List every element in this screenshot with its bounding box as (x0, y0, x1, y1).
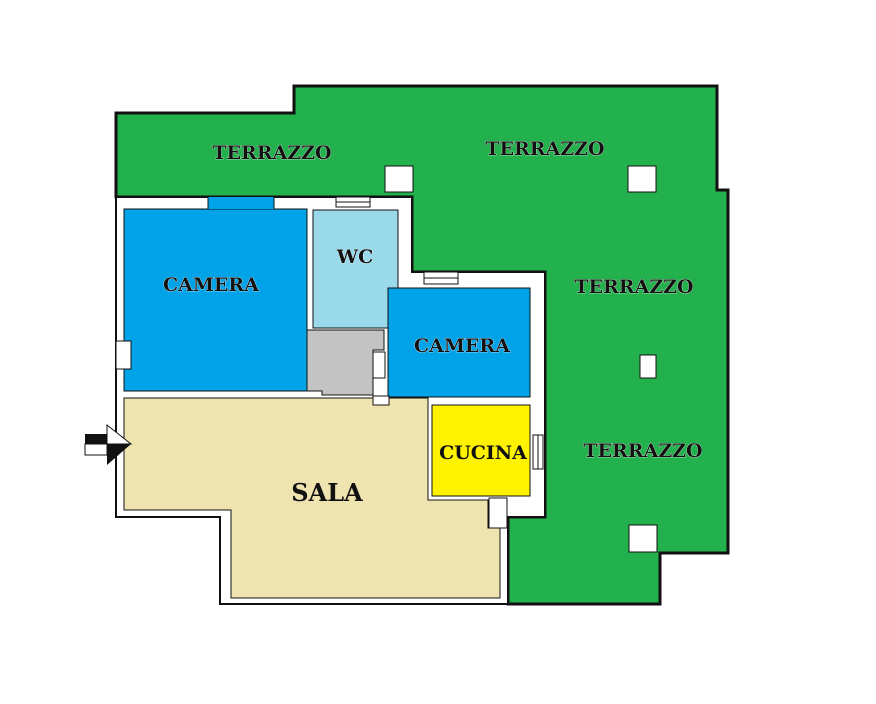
terrace-pillar-3 (639, 354, 657, 379)
label-sala: SALA (291, 478, 363, 507)
terrace-pillar-2 (627, 165, 657, 193)
window-cucina (532, 434, 544, 470)
terrace-pillar-4 (628, 524, 658, 553)
cucina-room (431, 404, 531, 497)
door-jamb-cucina (488, 497, 508, 529)
window-camera-small (423, 271, 459, 285)
wc-room (312, 209, 399, 329)
label-cucina: CUCINA (439, 442, 527, 464)
corridor-area (306, 329, 385, 396)
door-gap-camera-top (208, 197, 274, 209)
label-terrazzo-right-lower: TERRAZZO (583, 440, 702, 462)
label-terrazzo-top-right: TERRAZZO (485, 138, 604, 160)
label-wc: WC (336, 246, 373, 268)
terrace-pillar-1 (384, 165, 414, 193)
label-camera-large: CAMERA (163, 274, 259, 296)
label-camera-small: CAMERA (414, 335, 510, 357)
label-terrazzo-top-left: TERRAZZO (212, 142, 331, 164)
window-camera-large (115, 340, 132, 370)
label-terrazzo-right-upper: TERRAZZO (574, 276, 693, 298)
door-jamb-corridor (372, 351, 386, 379)
wall-end-sala (372, 395, 390, 406)
window-wc (335, 196, 371, 208)
entrance-arrow-icon (84, 423, 133, 465)
camera-large-room (123, 208, 308, 392)
camera-small-room (387, 287, 531, 398)
